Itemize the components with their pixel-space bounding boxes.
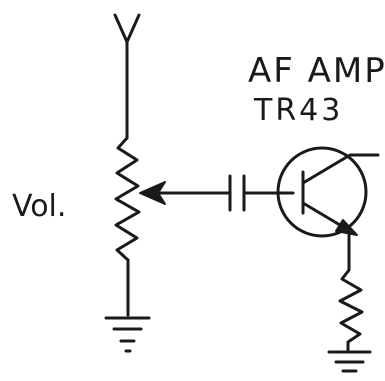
volume-label: Vol. [12,189,66,224]
emitter-resistor [338,268,364,352]
transistor-envelope [276,146,368,238]
emitter-ground-symbol [327,350,372,373]
pot-ground-symbol [104,316,151,353]
transistor-emitter [301,201,347,230]
antenna-symbol [113,13,141,140]
transistor-tr43 [276,146,380,238]
transistor-part-label: TR43 [253,93,343,128]
potentiometer-track [114,136,141,262]
transistor-collector [301,153,380,185]
emitter-arrow-icon [335,219,358,236]
potentiometer-wiper-arrow [139,181,230,205]
coupling-capacitor [228,174,295,212]
amp-title-label: AF AMP [248,51,385,91]
